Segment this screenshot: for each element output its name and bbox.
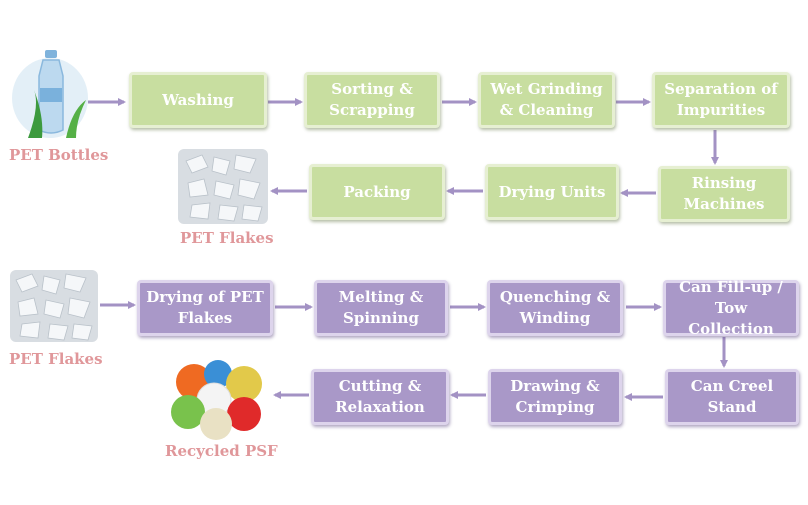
pet-flakes-input-label: PET Flakes xyxy=(9,350,103,368)
pet-bottles-label: PET Bottles xyxy=(9,146,109,164)
step-cutting-relaxation: Cutting & Relaxation xyxy=(311,369,449,425)
recycled-psf-label: Recycled PSF xyxy=(165,442,278,460)
recycled-psf-fibers-image xyxy=(171,360,262,440)
step-can-creel-stand: Can Creel Stand xyxy=(665,369,799,425)
step-wet-grinding-cleaning: Wet Grinding & Cleaning xyxy=(478,72,615,128)
step-washing: Washing xyxy=(129,72,267,128)
step-melting-spinning: Melting & Spinning xyxy=(314,280,448,336)
step-drawing-crimping: Drawing & Crimping xyxy=(488,369,622,425)
step-packing: Packing xyxy=(309,164,445,220)
step-separation-impurities: Separation of Impurities xyxy=(652,72,790,128)
step-drying-pet-flakes: Drying of PET Flakes xyxy=(137,280,273,336)
pet-flakes-image xyxy=(178,149,268,224)
pet-flakes-image-2 xyxy=(10,270,98,342)
pet-flakes-output-label: PET Flakes xyxy=(180,229,274,247)
step-sorting-scrapping: Sorting & Scrapping xyxy=(304,72,440,128)
step-rinsing-machines: Rinsing Machines xyxy=(658,166,790,222)
step-drying-units: Drying Units xyxy=(485,164,619,220)
step-quenching-winding: Quenching & Winding xyxy=(487,280,623,336)
step-can-fillup-tow-collection: Can Fill-up / Tow Collection xyxy=(663,278,799,338)
pet-bottle-icon xyxy=(12,50,88,138)
